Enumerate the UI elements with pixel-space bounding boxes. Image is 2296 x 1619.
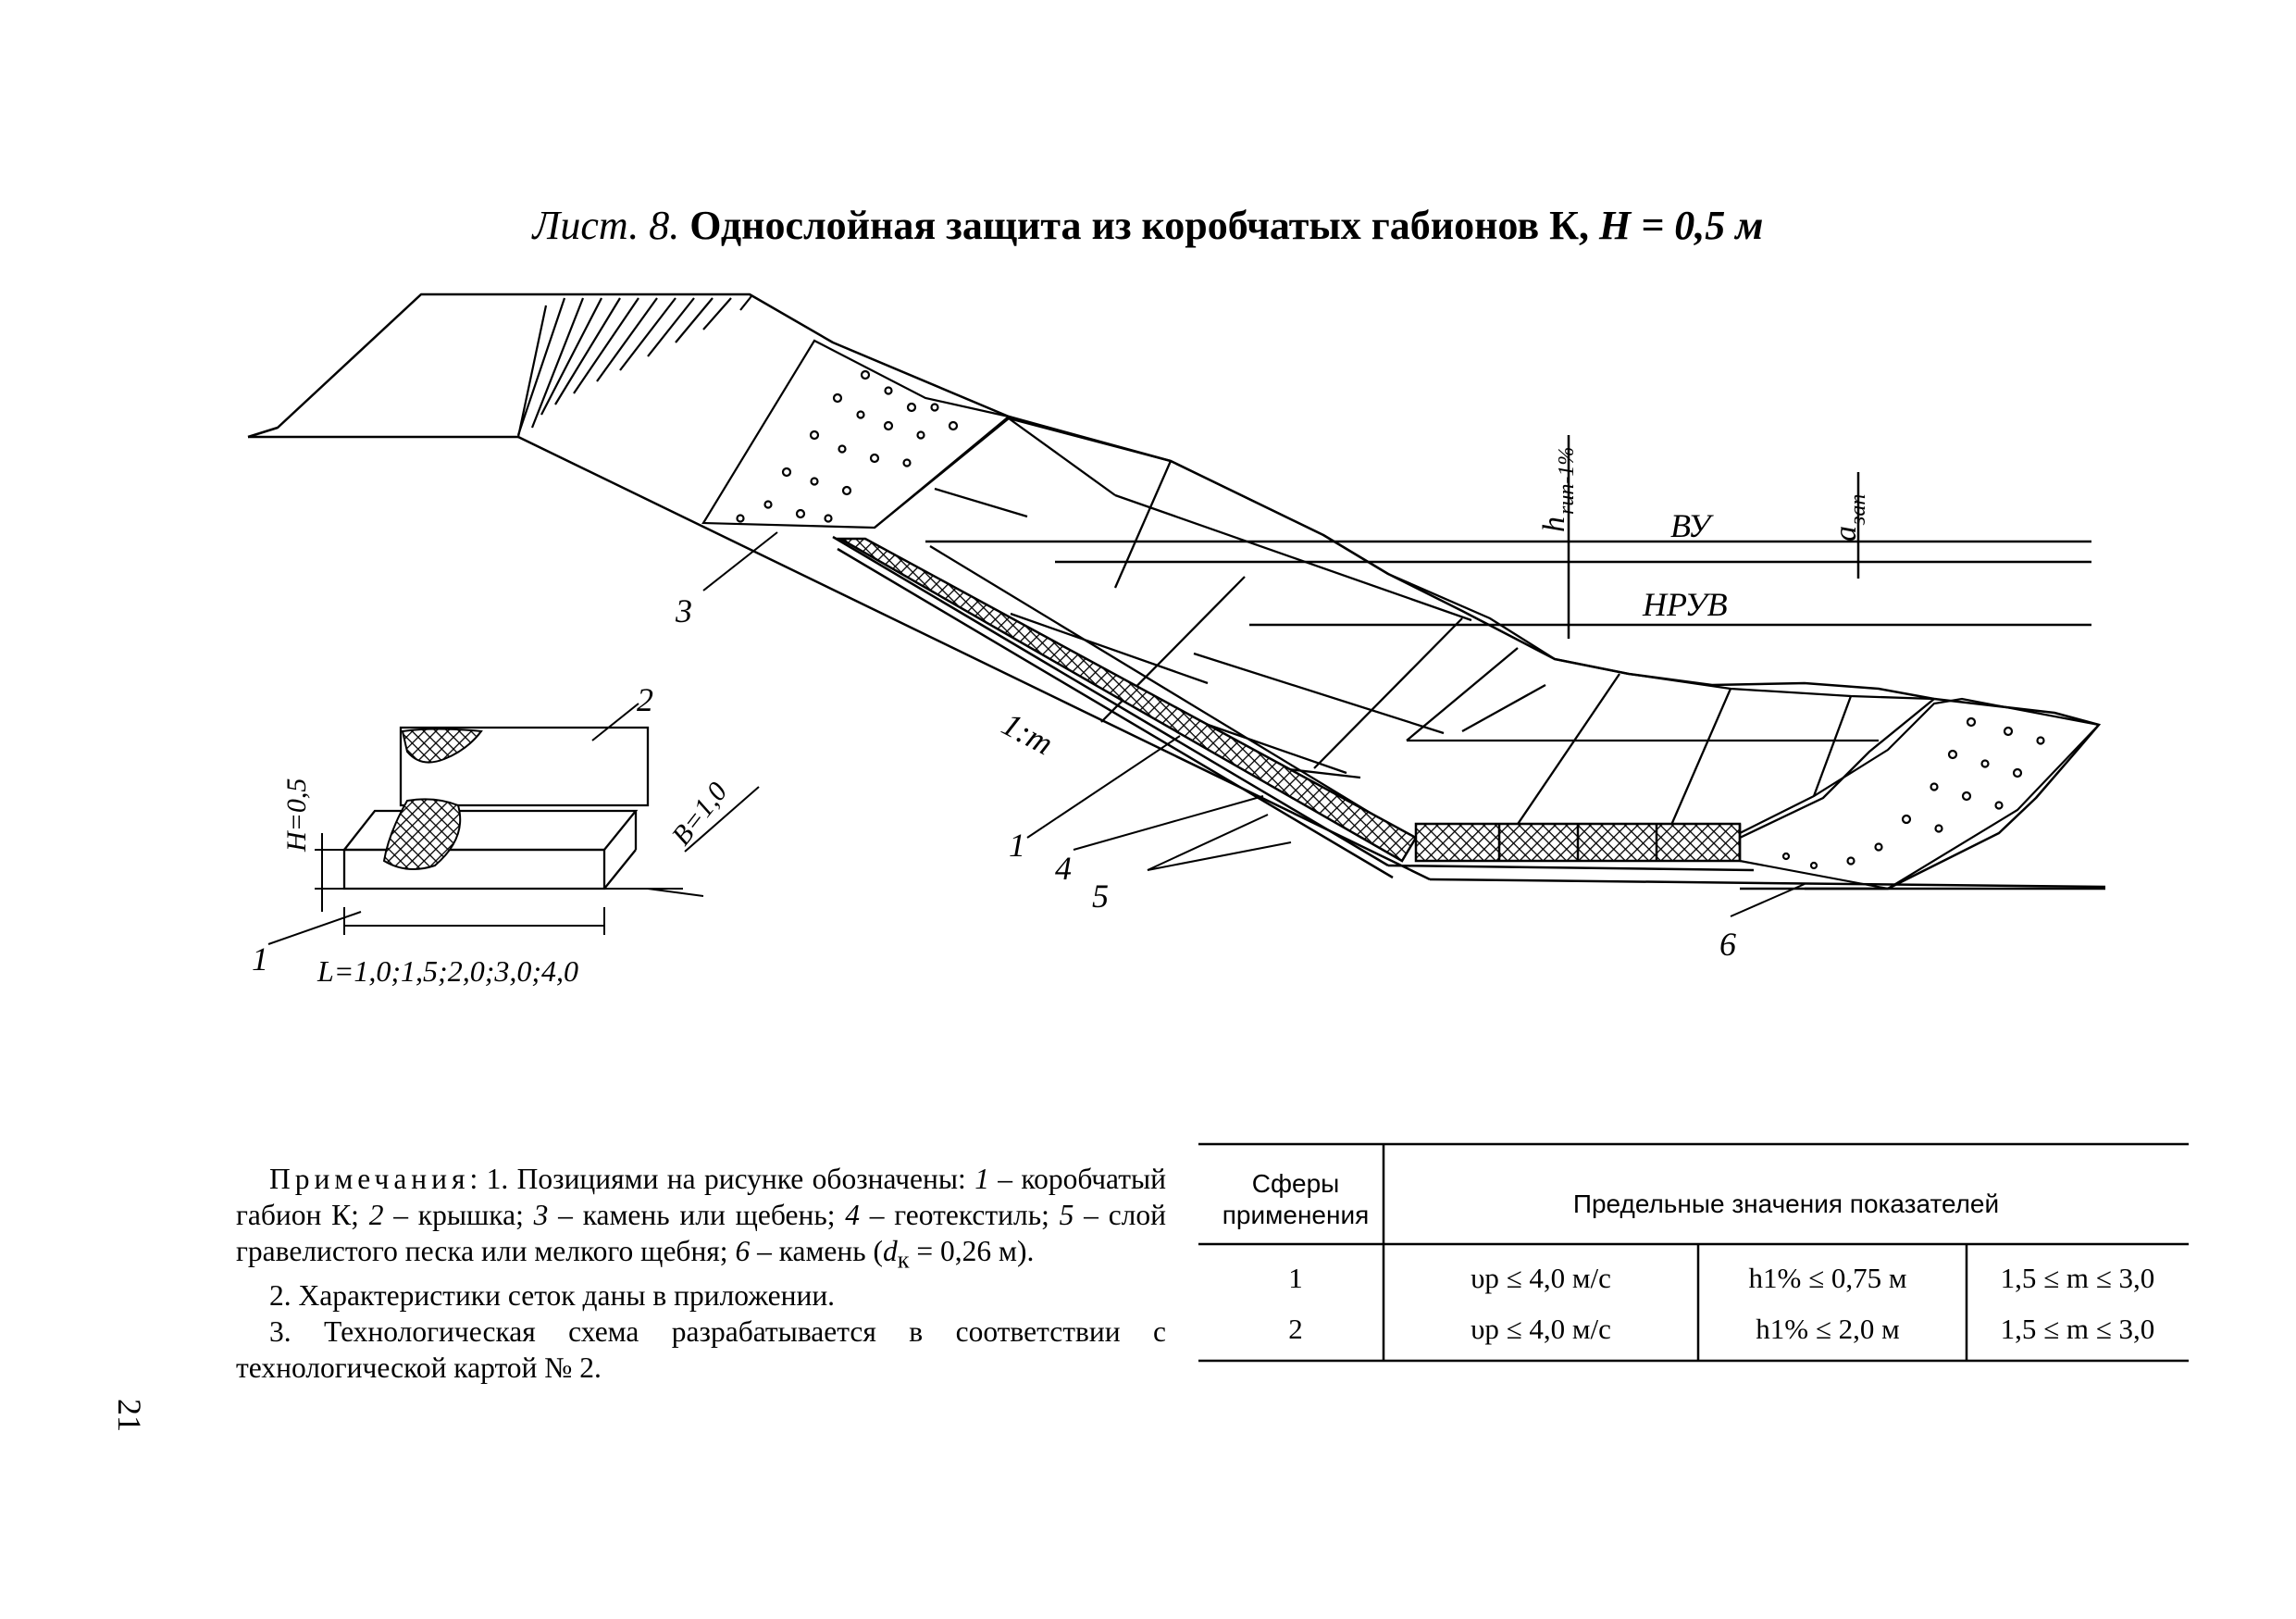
svg-text:зап: зап	[1846, 494, 1870, 526]
note-3: 3. Технологическая схема разрабатывается…	[236, 1315, 1166, 1385]
table-row-2-v: υр ≤ 4,0 м/с	[1471, 1313, 1611, 1345]
label-slope: 1:m	[996, 705, 1059, 763]
table-row-1-m: 1,5 ≤ m ≤ 3,0	[2000, 1262, 2155, 1294]
label-pos2: 2	[637, 681, 653, 718]
table-row-1-sphere: 1	[1288, 1262, 1303, 1294]
label-pos3: 3	[675, 592, 692, 629]
stone-fill-right	[1739, 697, 2102, 890]
label-vu: ВУ	[1670, 507, 1714, 544]
note-2: 2. Характеристики сеток даны в приложени…	[269, 1279, 836, 1313]
table-row-2-m: 1,5 ≤ m ≤ 3,0	[2000, 1313, 2155, 1345]
title-main: Однослойная защита из коробчатых габионо…	[689, 203, 1589, 248]
label-dim-l: L=1,0;1,5;2,0;3,0;4,0	[316, 954, 578, 988]
label-h-run: h run-1%	[1537, 447, 1579, 532]
body-cutout	[382, 798, 462, 870]
page-number: 21	[111, 1399, 148, 1432]
limits-table	[1198, 1142, 2189, 1363]
table-header-sphere: Сферы применения	[1222, 1169, 1370, 1229]
label-a-zap: a зап	[1829, 494, 1870, 542]
svg-text:h: h	[1537, 517, 1571, 532]
svg-text:run-1%: run-1%	[1555, 447, 1579, 515]
title-formula: H = 0,5 м	[1599, 203, 1764, 248]
water-levels	[925, 435, 2091, 639]
soil-hatching	[516, 295, 752, 438]
table-header-limits: Предельные значения показателей	[1572, 1189, 2000, 1218]
stone-fill-upper	[701, 339, 1011, 529]
leader-lines	[702, 531, 1806, 917]
label-pos4: 4	[1055, 850, 1072, 887]
label-dim-h: H=0,5	[281, 778, 312, 853]
label-pos5: 5	[1092, 878, 1109, 915]
gabion-dividers	[1497, 824, 1742, 861]
title-prefix: Лист. 8.	[532, 203, 680, 248]
lid-cutout	[401, 728, 483, 764]
page-title: Лист. 8. Однослойная защита из коробчаты…	[0, 202, 2296, 249]
table-row-1-v: υр ≤ 4,0 м/с	[1471, 1262, 1611, 1294]
gabion-cross-section-slope	[836, 537, 1418, 863]
label-pos6: 6	[1719, 926, 1736, 963]
notes-block: Примечания: 1. Позициями на рисунке обоз…	[236, 1161, 1166, 1386]
table-row-2-h: h1% ≤ 2,0 м	[1756, 1313, 1900, 1345]
table-row-2-sphere: 2	[1288, 1313, 1303, 1345]
label-pos1-detail: 1	[252, 940, 268, 978]
detail-dimensions	[267, 703, 760, 945]
note-1: Примечания: 1. Позициями на рисунке обоз…	[236, 1163, 1167, 1274]
svg-text:a: a	[1829, 526, 1863, 542]
label-pos1-main: 1	[1009, 827, 1025, 864]
gabion-grid	[874, 417, 1938, 840]
label-nruv: НРУВ	[1642, 586, 1728, 623]
table-row-1-h: h1% ≤ 0,75 м	[1748, 1262, 1907, 1294]
embankment-outline	[247, 293, 2106, 890]
